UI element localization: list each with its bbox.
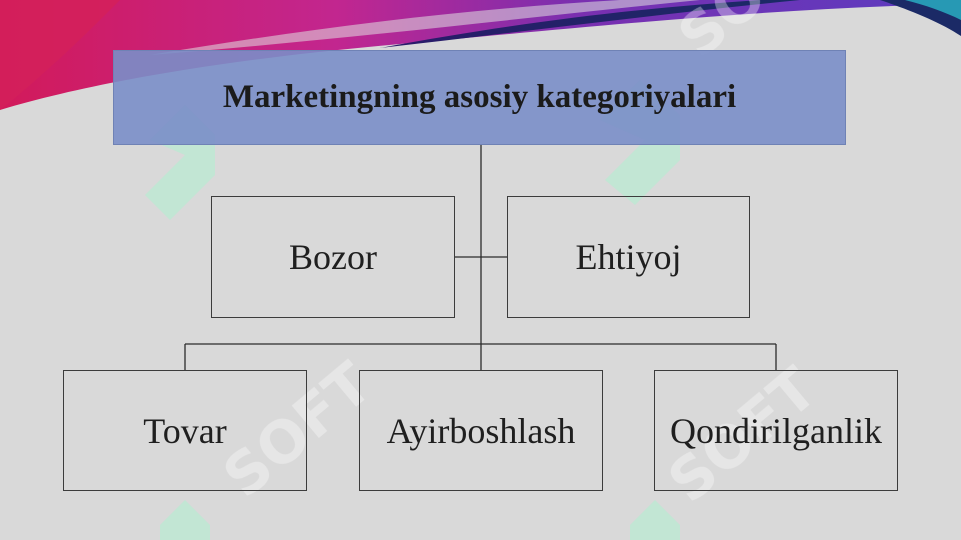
node-label: Ayirboshlash [386,410,576,451]
node-label: Bozor [289,237,377,277]
diagram-title: Marketingning asosiy kategoriyalari [222,79,737,115]
node-tovar: Tovar [63,370,307,491]
node-label: Ehtiyoj [575,237,682,277]
title-box: Marketingning asosiy kategoriyalari [113,50,846,145]
node-bozor: Bozor [211,196,455,318]
node-ehtiyoj: Ehtiyoj [507,196,750,318]
header-banner [0,0,961,110]
node-label: Qondirilganlik [670,410,882,451]
node-ayirboshlash: Ayirboshlash [359,370,603,491]
node-qondirilganlik: Qondirilganlik [654,370,898,491]
node-label: Tovar [143,410,227,451]
